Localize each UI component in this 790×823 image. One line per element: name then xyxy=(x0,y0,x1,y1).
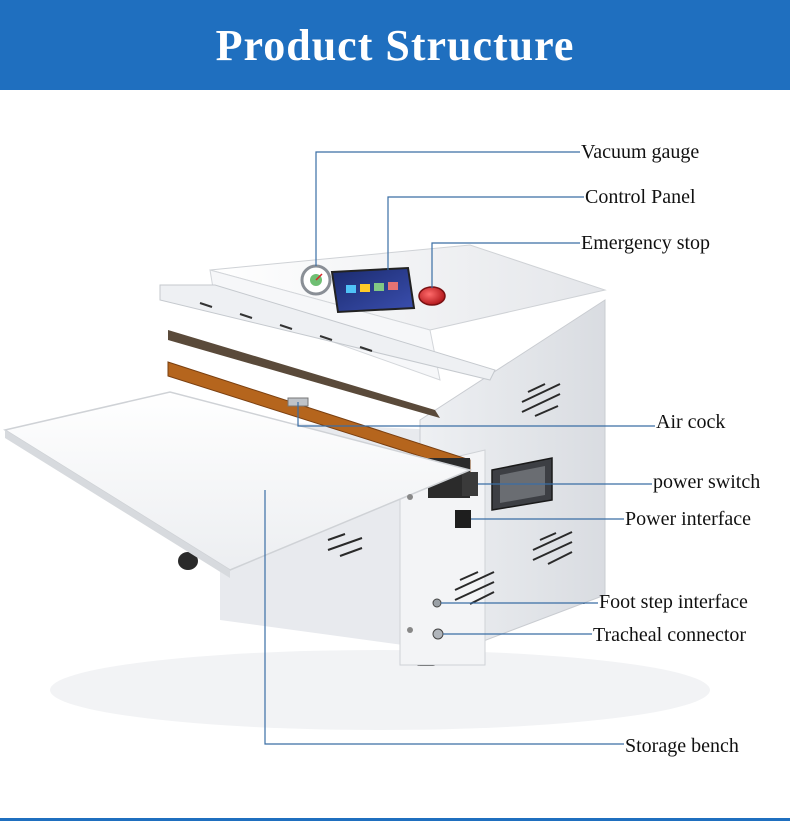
callout-control-panel: Control Panel xyxy=(585,186,696,208)
callout-air-cock: Air cock xyxy=(656,411,726,433)
upper-arm xyxy=(159,284,496,381)
callout-storage-bench: Storage bench xyxy=(625,735,739,757)
leader-air-cock xyxy=(297,402,655,427)
callout-tracheal-connector: Tracheal connector xyxy=(593,624,747,646)
upper-arm-slots xyxy=(199,302,373,352)
power-interface-socket xyxy=(455,510,471,528)
storage-tray-edge xyxy=(5,430,230,578)
leader-lines xyxy=(264,151,655,745)
leader-vacuum-gauge xyxy=(315,151,580,266)
emergency-stop-button xyxy=(418,286,446,306)
tracheal-port xyxy=(432,628,444,640)
callout-power-switch: power switch xyxy=(653,471,761,493)
callout-foot-step-interface: Foot step interface xyxy=(599,591,748,613)
foot-left xyxy=(178,552,198,570)
page-title: Product Structure xyxy=(215,20,575,70)
leader-storage-bench xyxy=(264,490,624,745)
header-banner: Product Structure xyxy=(0,0,790,90)
power-switch-block xyxy=(462,472,478,496)
product-illustration xyxy=(3,151,710,745)
callout-power-interface: Power interface xyxy=(625,508,752,530)
upper-seal-bar xyxy=(168,330,440,418)
bottom-rule xyxy=(0,818,790,821)
side-vents xyxy=(327,383,573,605)
callout-vacuum-gauge: Vacuum gauge xyxy=(581,141,700,163)
storage-tray xyxy=(3,391,473,571)
control-panel-screen xyxy=(330,266,416,314)
callout-emergency-stop: Emergency stop xyxy=(581,232,711,254)
leader-control-panel xyxy=(387,196,584,270)
floor-shadow xyxy=(50,650,710,730)
foot-step-port xyxy=(432,598,442,608)
leader-emergency-stop xyxy=(431,242,580,288)
